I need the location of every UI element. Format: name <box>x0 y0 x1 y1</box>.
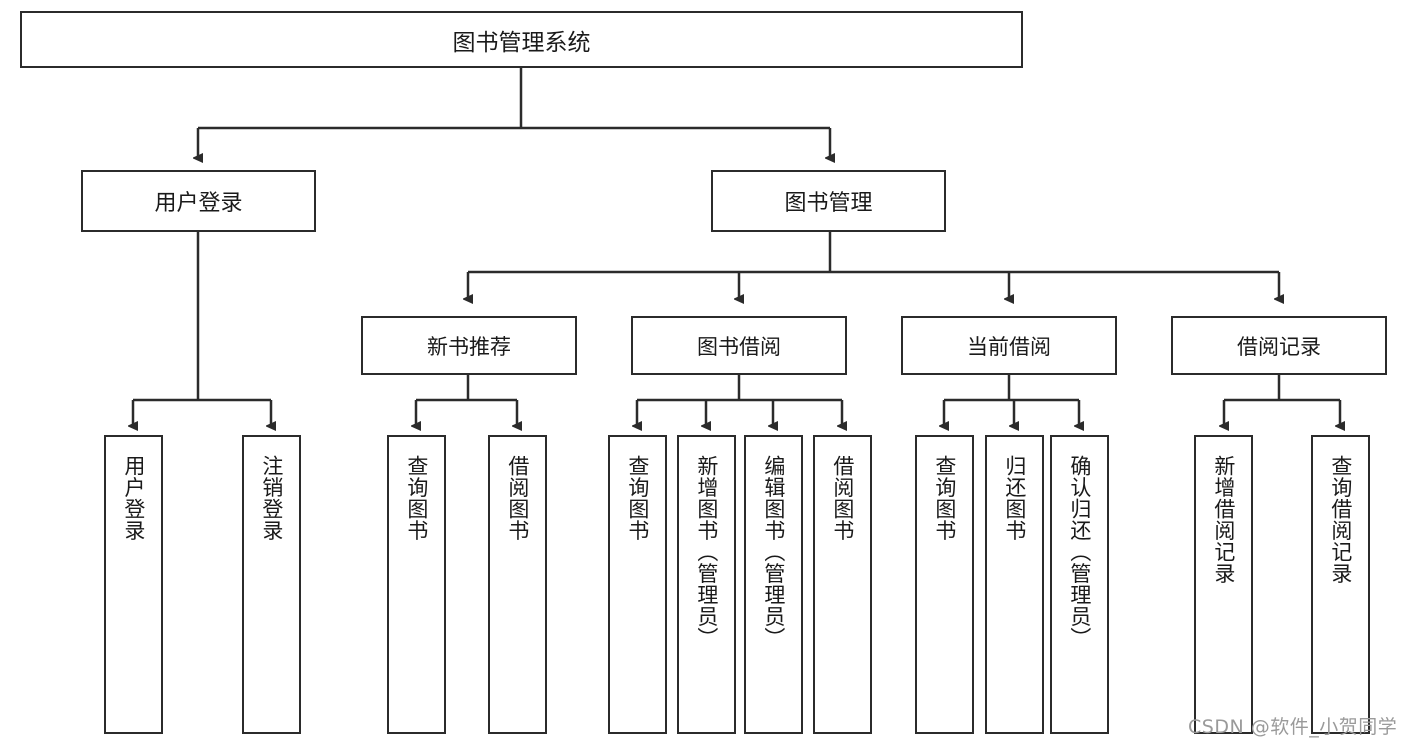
leaf-book-borrow-borrow[interactable]: 借阅图书 <box>813 435 872 734</box>
node-root-system[interactable]: 图书管理系统 <box>20 11 1023 68</box>
leaf-book-borrow-add[interactable]: 新增图书（管理员） <box>677 435 736 734</box>
csdn-watermark: CSDN @软件_小贺同学 <box>1188 716 1398 738</box>
leaf-new-book-borrow[interactable]: 借阅图书 <box>488 435 547 734</box>
leaf-user-login-login[interactable]: 用户登录 <box>104 435 163 734</box>
leaf-current-borrow-return[interactable]: 归还图书 <box>985 435 1044 734</box>
node-label: 查询图书 <box>404 455 429 541</box>
leaf-borrow-record-query[interactable]: 查询借阅记录 <box>1311 435 1370 734</box>
node-label: 查询借阅记录 <box>1328 455 1353 584</box>
node-book-management[interactable]: 图书管理 <box>711 170 946 232</box>
node-label: 查询图书 <box>932 455 957 541</box>
node-label: 用户登录 <box>154 191 243 216</box>
node-label: 图书管理系统 <box>452 29 591 56</box>
leaf-user-login-logout[interactable]: 注销登录 <box>242 435 301 734</box>
node-label: 新增图书（管理员） <box>694 455 719 649</box>
node-label: 借阅图书 <box>830 455 855 541</box>
leaf-new-book-query[interactable]: 查询图书 <box>387 435 446 734</box>
node-current-borrow[interactable]: 当前借阅 <box>901 316 1117 375</box>
node-label: 用户登录 <box>121 455 146 541</box>
node-new-book-recommend[interactable]: 新书推荐 <box>361 316 577 375</box>
node-label: 确认归还（管理员） <box>1067 455 1092 649</box>
node-book-borrow[interactable]: 图书借阅 <box>631 316 847 375</box>
node-borrow-record[interactable]: 借阅记录 <box>1171 316 1387 375</box>
leaf-book-borrow-edit[interactable]: 编辑图书（管理员） <box>744 435 803 734</box>
node-user-login[interactable]: 用户登录 <box>81 170 316 232</box>
node-label: 图书借阅 <box>697 334 781 359</box>
node-label: 当前借阅 <box>967 334 1051 359</box>
node-label: 查询图书 <box>625 455 650 541</box>
leaf-book-borrow-query[interactable]: 查询图书 <box>608 435 667 734</box>
node-label: 归还图书 <box>1002 455 1027 541</box>
node-label: 新增借阅记录 <box>1211 455 1236 584</box>
node-label: 编辑图书（管理员） <box>761 455 786 649</box>
node-label: 新书推荐 <box>427 334 511 359</box>
leaf-borrow-record-add[interactable]: 新增借阅记录 <box>1194 435 1253 734</box>
node-label: 借阅图书 <box>505 455 530 541</box>
leaf-current-borrow-query[interactable]: 查询图书 <box>915 435 974 734</box>
node-label: 注销登录 <box>259 455 284 541</box>
node-label: 借阅记录 <box>1237 334 1321 359</box>
node-label: 图书管理 <box>784 191 873 216</box>
leaf-current-borrow-confirm-return[interactable]: 确认归还（管理员） <box>1050 435 1109 734</box>
